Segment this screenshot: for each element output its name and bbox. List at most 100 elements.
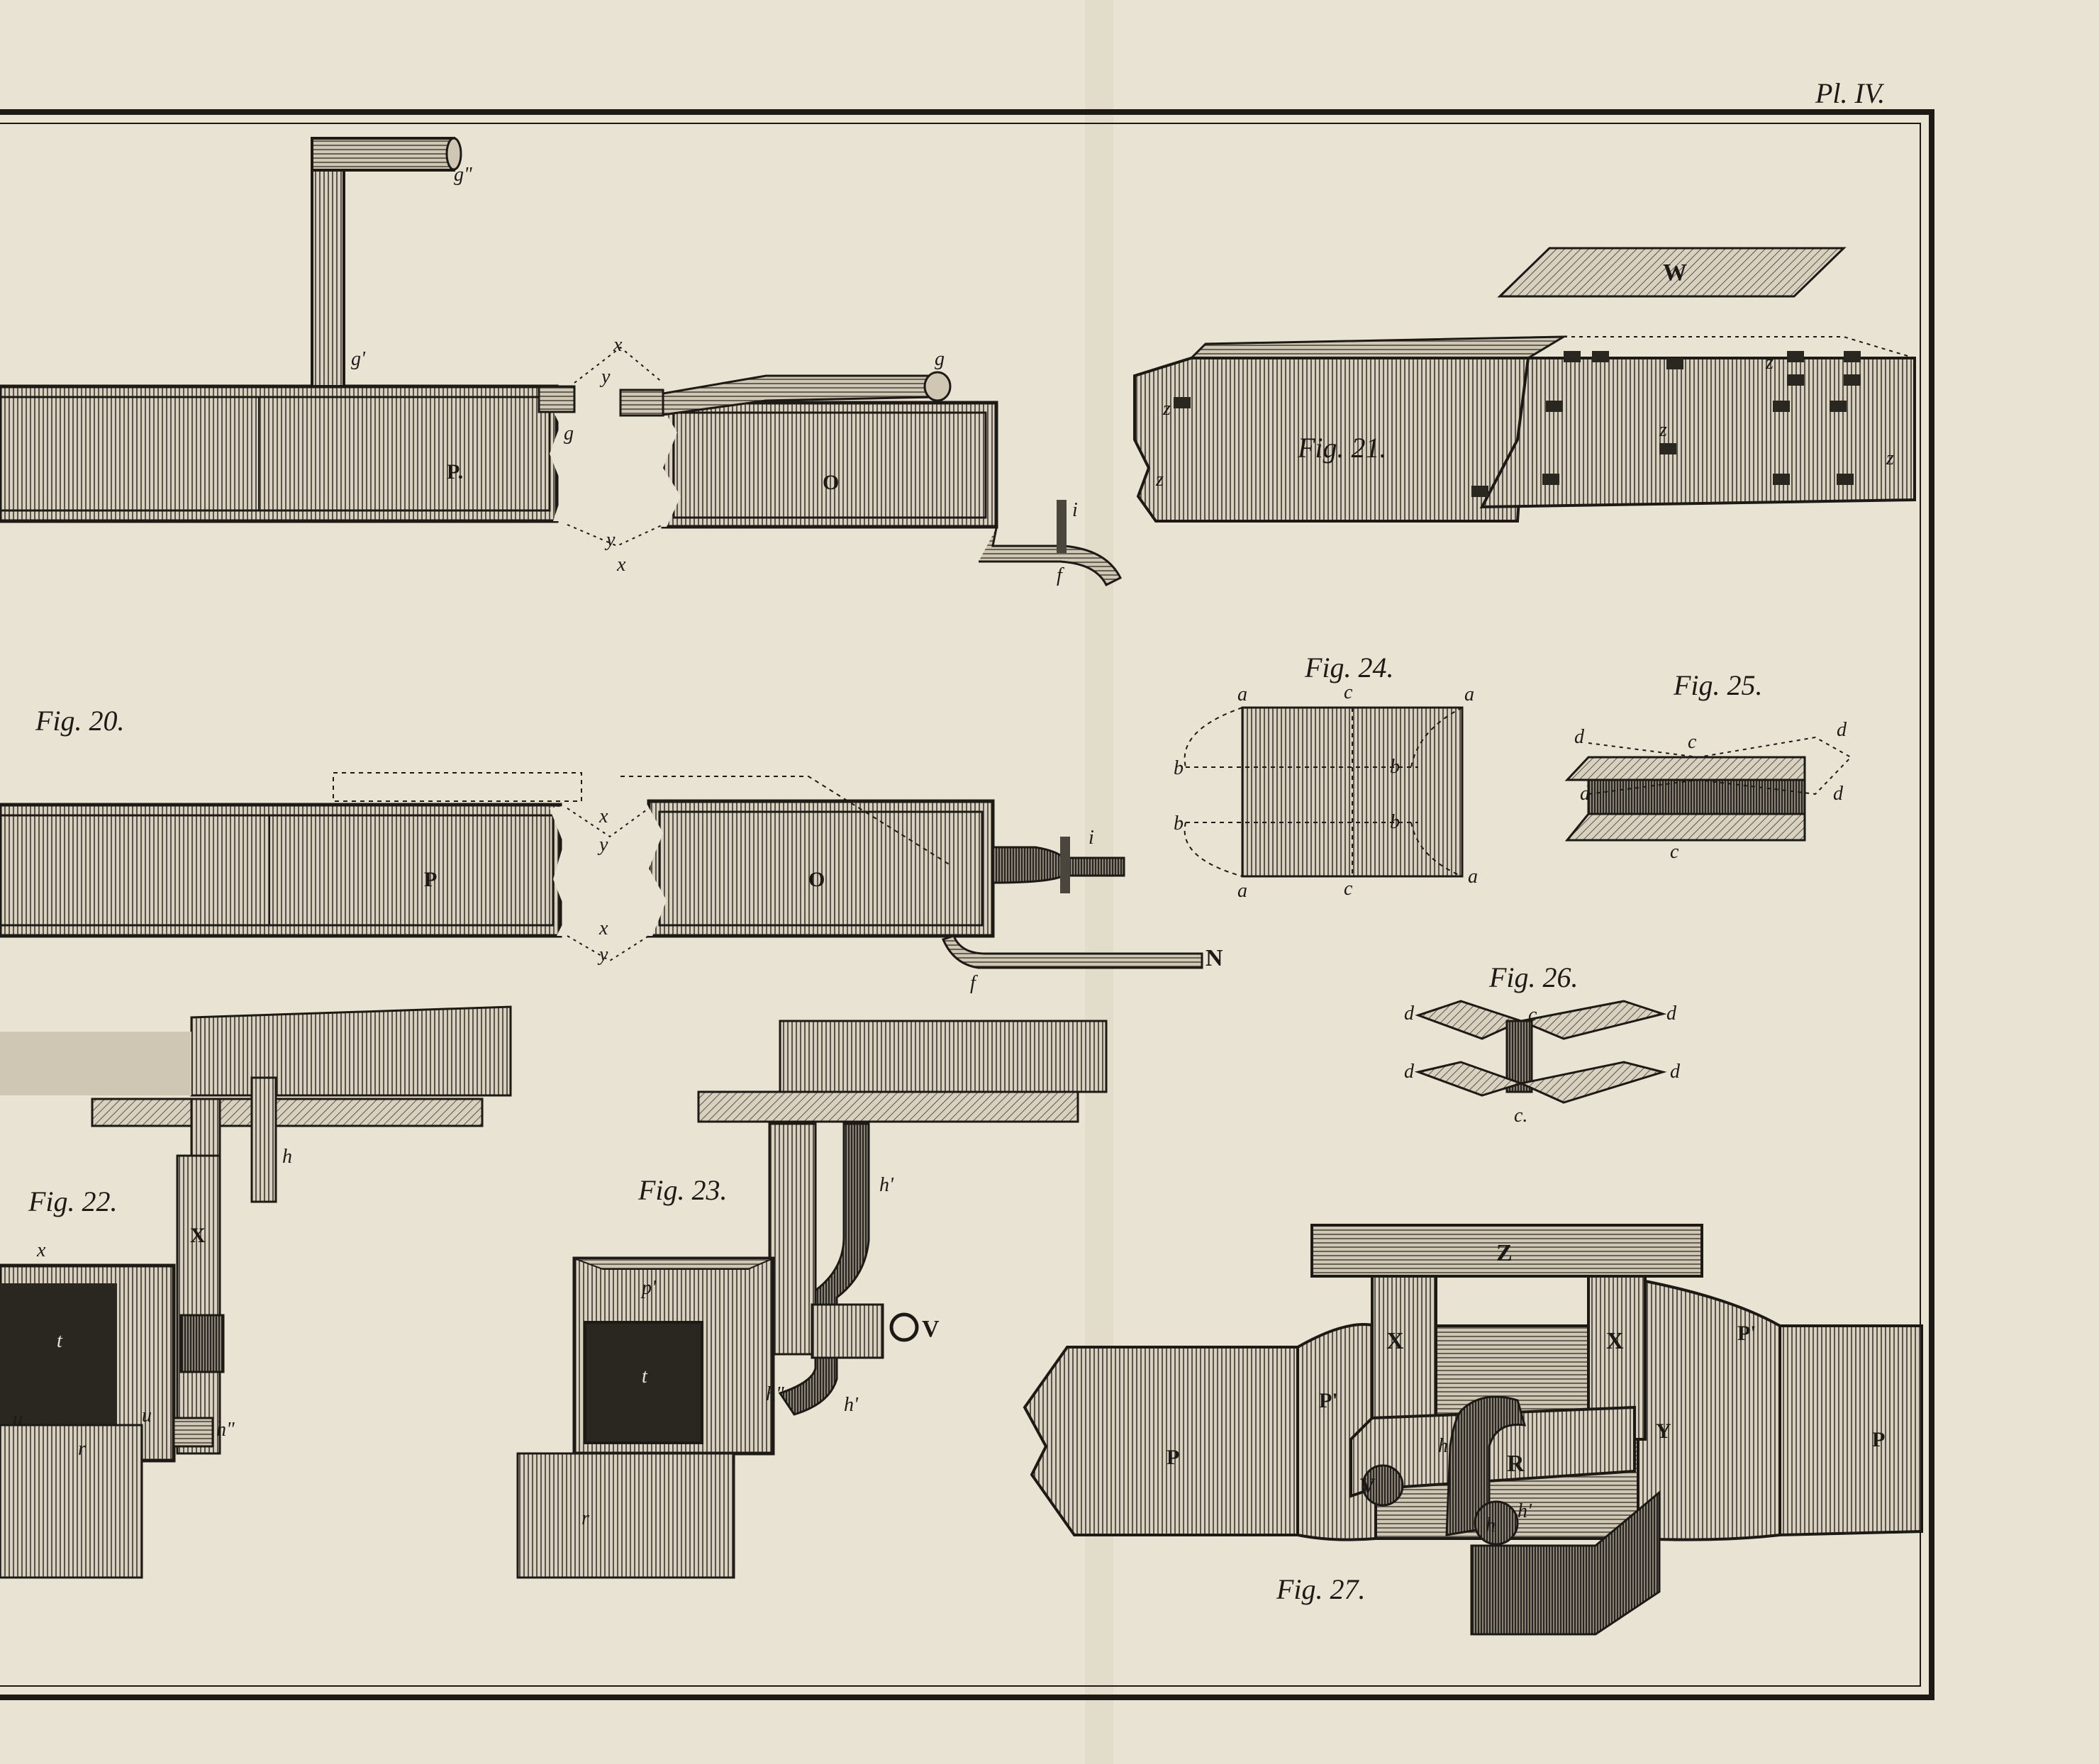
feed-pipe-end bbox=[923, 371, 952, 402]
fig27-x-right: X bbox=[1606, 1328, 1624, 1354]
fig23-base-r bbox=[516, 1452, 735, 1579]
fig22-r: r bbox=[78, 1438, 86, 1460]
pipe-o-bottom-break bbox=[642, 801, 667, 936]
fig22-base-r bbox=[0, 1424, 143, 1579]
pipe-p-bottom-inner bbox=[0, 814, 555, 927]
label-g-dblprime: g" bbox=[454, 164, 472, 186]
pipe-o-top bbox=[661, 401, 998, 529]
fig27: P P' P' P Z X X R h V h h' Y Fig. 27. bbox=[1023, 1224, 1923, 1636]
label-o-bottom: O bbox=[808, 868, 825, 891]
fig22-outlet-h-dblprime bbox=[172, 1417, 214, 1448]
fig27-bar-r bbox=[1349, 1405, 1636, 1498]
label-o-top: O bbox=[823, 471, 839, 494]
label-y-b2: y bbox=[597, 944, 608, 966]
outlet-f-bottom bbox=[941, 934, 1203, 969]
fig24-a3: a bbox=[1237, 880, 1247, 902]
fig23-valve-v bbox=[811, 1303, 884, 1359]
fig24-b3: b bbox=[1174, 813, 1184, 834]
label-g-prime: g' bbox=[351, 348, 366, 370]
fig27-p-prime-left: P' bbox=[1319, 1389, 1338, 1412]
fig22-pipe-h bbox=[250, 1076, 277, 1203]
dotted-y-bottom bbox=[567, 524, 664, 547]
dotted-xy-lower bbox=[567, 935, 650, 962]
fig22-x-small: x bbox=[36, 1239, 46, 1261]
fig22-h-dblprime: h" bbox=[216, 1419, 235, 1441]
fig23-box-cavity bbox=[584, 1321, 703, 1444]
fig24-b4: b bbox=[1390, 811, 1400, 833]
fig23-pipe-h-prime bbox=[778, 1122, 870, 1416]
fig23-caption: Fig. 23. bbox=[638, 1174, 728, 1206]
riser-elbow bbox=[311, 137, 455, 172]
fig23-column bbox=[768, 1122, 817, 1356]
label-x-top: x bbox=[613, 334, 623, 356]
fig24-b2: b bbox=[1390, 756, 1400, 778]
fig22-beam bbox=[91, 1098, 484, 1127]
fig24-sheet bbox=[1241, 706, 1464, 878]
outlet-f-top bbox=[979, 527, 1123, 587]
ghost-pipe-right bbox=[620, 776, 951, 866]
label-x-low: x bbox=[616, 554, 626, 576]
fig27-valve-v bbox=[1362, 1464, 1404, 1507]
pipe-stub-left bbox=[538, 385, 576, 413]
label-i-bottom: i bbox=[1089, 827, 1094, 849]
pipe-p-break bbox=[546, 386, 567, 521]
fig26-d4: d bbox=[1670, 1061, 1681, 1083]
pipe-p-bottom-break bbox=[550, 805, 571, 936]
label-g-top: g bbox=[935, 348, 945, 370]
fig24-b1: b bbox=[1174, 757, 1184, 779]
fig26-c1: c bbox=[1528, 1004, 1537, 1026]
fig20-bottom: P O i f N x y x y bbox=[0, 772, 1223, 994]
fig23-t: t bbox=[642, 1366, 648, 1388]
fig24-arc-right bbox=[1410, 707, 1463, 877]
fig26-right-bottom bbox=[1518, 1061, 1667, 1104]
fig22-valve bbox=[179, 1314, 225, 1373]
pipe-o-break bbox=[656, 403, 681, 527]
tap-key bbox=[1060, 837, 1070, 893]
fig21-caption: Fig. 21. bbox=[1297, 432, 1387, 464]
plate-w bbox=[1497, 247, 1847, 298]
dotted-xy-upper bbox=[567, 808, 650, 838]
fig23: h' Fig. 23. p' t V h" h' r bbox=[516, 1020, 1108, 1579]
fig27-p-left: P bbox=[1167, 1446, 1179, 1469]
feed-stub bbox=[619, 389, 664, 417]
fig26-d1: d bbox=[1404, 1003, 1415, 1025]
fig26-right-top bbox=[1517, 1000, 1667, 1040]
fig22-wall-shadow bbox=[0, 1032, 191, 1095]
label-z1: z bbox=[1162, 398, 1171, 420]
fig20-caption: Fig. 20. bbox=[35, 705, 125, 737]
fig27-h2: h bbox=[1486, 1514, 1496, 1536]
fig27-h-prime: h' bbox=[1518, 1500, 1532, 1522]
plate-title: Pl. IV. bbox=[1815, 77, 1885, 109]
fig27-p-right: P bbox=[1872, 1428, 1885, 1451]
fig26-d3: d bbox=[1404, 1061, 1415, 1083]
fig24-arc-left bbox=[1184, 707, 1243, 877]
label-z3: z bbox=[1659, 419, 1667, 441]
fig26-caption: Fig. 26. bbox=[1488, 961, 1579, 993]
riser-g-prime bbox=[311, 137, 345, 388]
fig23-wall bbox=[779, 1020, 1108, 1093]
pipe-o-bottom-inner bbox=[658, 810, 984, 927]
fig21-front-left bbox=[1133, 357, 1530, 523]
label-i-top: i bbox=[1072, 499, 1078, 521]
label-x-b2: x bbox=[598, 917, 608, 939]
fig26: Fig. 26. d c d d d c. bbox=[1404, 961, 1681, 1127]
fig27-pipe-p-left bbox=[1023, 1346, 1299, 1536]
fig23-h-prime-low: h' bbox=[844, 1394, 859, 1416]
ghost-pipe-left bbox=[333, 772, 582, 802]
fig26-d2: d bbox=[1666, 1003, 1677, 1025]
fig22-x-label: X bbox=[190, 1224, 206, 1247]
riser-end bbox=[445, 137, 462, 171]
fig27-r: R bbox=[1507, 1451, 1525, 1477]
fig27-post-x-left bbox=[1371, 1275, 1437, 1441]
fig23-beam bbox=[697, 1090, 1079, 1123]
fig22-h: h bbox=[282, 1146, 292, 1168]
fig24: Fig. 24. a c a b b b b a c a bbox=[1174, 652, 1478, 902]
fig27-y: Y bbox=[1656, 1419, 1671, 1443]
fig24-caption: Fig. 24. bbox=[1304, 652, 1394, 683]
label-z5: z bbox=[1765, 352, 1774, 374]
fig25: Fig. 25. d c d d d c bbox=[1564, 669, 1852, 863]
fig25-bottom-flange bbox=[1564, 813, 1806, 842]
fig27-h: h bbox=[1438, 1435, 1448, 1457]
label-p-top: P. bbox=[447, 460, 463, 484]
fig27-p-prime-right: P' bbox=[1737, 1322, 1756, 1345]
